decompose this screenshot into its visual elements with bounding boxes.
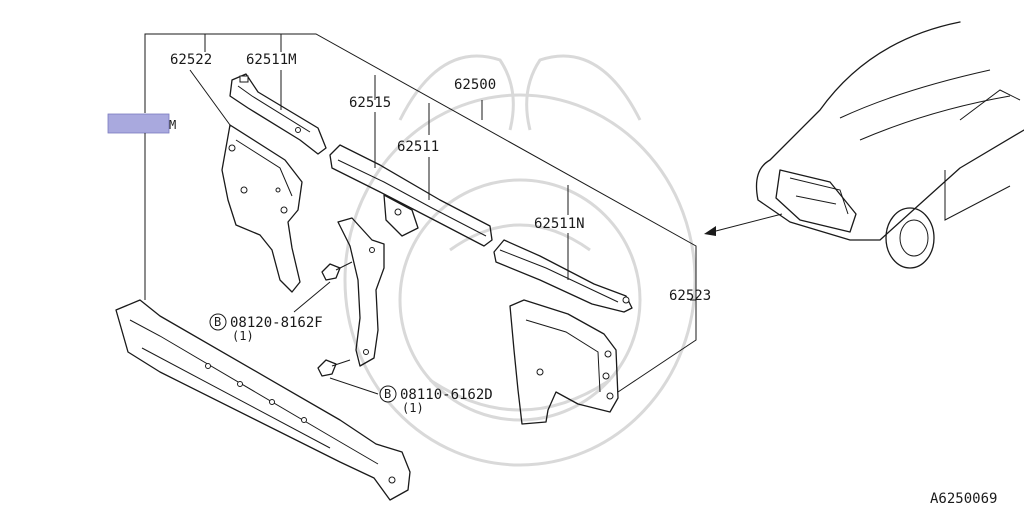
bolt-1-code: 08120-8162F — [230, 315, 323, 331]
part-62523 — [509, 299, 619, 425]
highlight-suffix: M — [169, 118, 176, 132]
label-62515: 62515 — [349, 95, 391, 111]
label-62511m: 62511M — [246, 52, 297, 68]
circled-b-icon — [209, 313, 227, 331]
bolt-2-code: 08110-6162D — [400, 387, 493, 403]
part-leaders — [189, 69, 696, 301]
bolt-1 — [293, 261, 353, 313]
bolt-2 — [317, 359, 379, 395]
part-62511m — [229, 73, 327, 155]
bolt-1-mark: B — [214, 315, 221, 329]
bolt-1-qty: (1) — [232, 329, 254, 343]
bolt-2-mark: B — [384, 387, 391, 401]
bolt-2-qty: (1) — [402, 401, 424, 415]
part-62515 — [337, 217, 385, 367]
label-62522: 62522 — [170, 52, 212, 68]
highlight-box — [107, 113, 170, 134]
part-lower-support — [115, 299, 411, 501]
label-62523: 62523 — [669, 288, 711, 304]
bolt-2-callout: B 08110-6162D (1) — [379, 385, 493, 415]
assembly-bracket — [144, 33, 697, 393]
part-62522 — [221, 124, 303, 293]
vehicle-illustration — [755, 21, 1024, 269]
label-62511: 62511 — [397, 139, 439, 155]
part-62511 — [329, 144, 493, 247]
bolt-1-callout: B 08120-8162F (1) — [209, 313, 323, 343]
label-62511n: 62511N — [534, 216, 585, 232]
part-62511n — [493, 239, 633, 313]
arrow-icon — [704, 213, 783, 236]
label-62500: 62500 — [454, 77, 496, 93]
circled-b-icon — [379, 385, 397, 403]
diagram-id: A6250069 — [930, 491, 997, 507]
